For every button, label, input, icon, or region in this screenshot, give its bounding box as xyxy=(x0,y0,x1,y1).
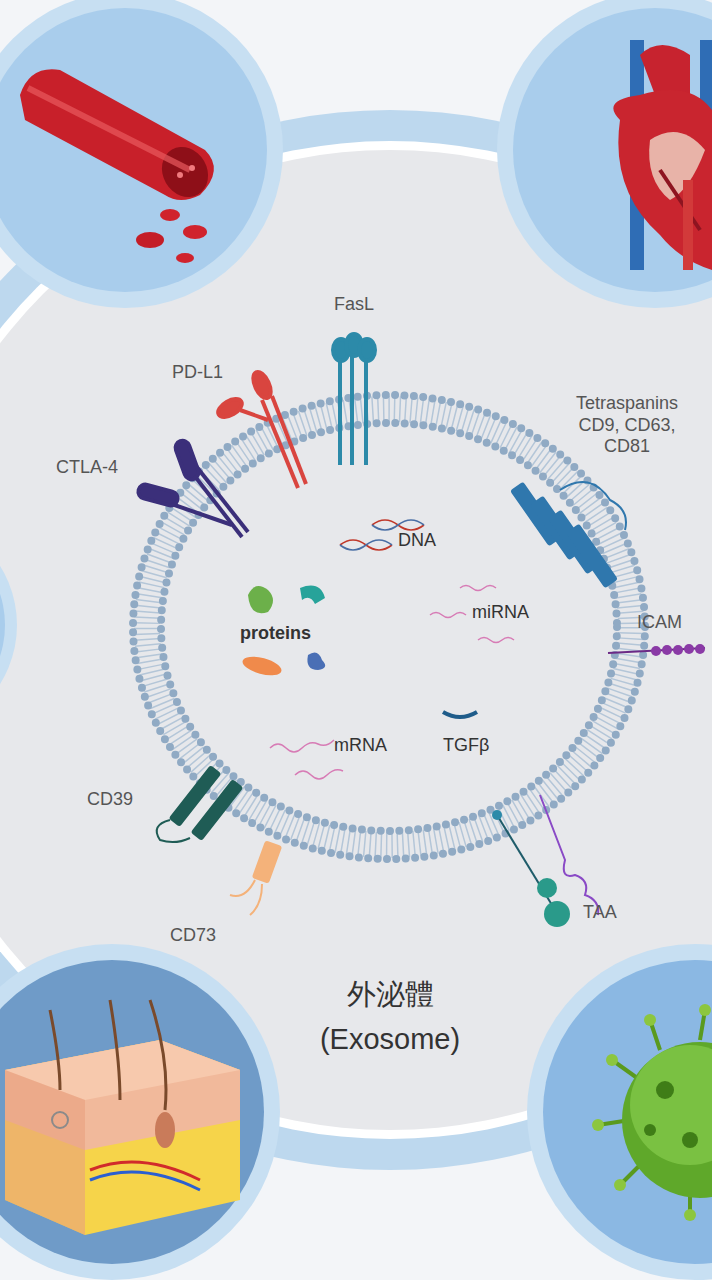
pd-l1-protein xyxy=(215,369,306,488)
part-label: CTLA-4 xyxy=(56,457,118,479)
cd73-protein xyxy=(230,840,282,915)
taa-protein xyxy=(492,795,598,927)
part-label: proteins xyxy=(240,623,311,645)
blood-vessel xyxy=(20,69,217,263)
part-label: CD73 xyxy=(170,925,216,947)
mrna-strand xyxy=(270,740,343,779)
part-label: FasL xyxy=(334,294,374,316)
lipid-bilayer xyxy=(133,395,645,859)
part-label: mRNA xyxy=(334,735,387,757)
part-label: ICAM xyxy=(637,612,682,634)
virus xyxy=(592,1004,712,1221)
icam-protein xyxy=(608,644,705,656)
diagram-title: 外泌體 (Exosome) xyxy=(280,972,500,1062)
part-label: PD-L1 xyxy=(172,362,223,384)
tgfb-molecule xyxy=(443,712,477,717)
protein-blobs xyxy=(241,586,326,679)
ctla-4-protein xyxy=(137,439,248,537)
part-label: Tetraspanins CD9, CD63, CD81 xyxy=(559,393,695,458)
mirna-strand xyxy=(430,586,514,643)
skin-layers xyxy=(5,1000,240,1235)
part-label: TGFβ xyxy=(443,735,489,757)
cd39-protein xyxy=(157,765,244,842)
dna-strand xyxy=(340,520,424,550)
part-label: TAA xyxy=(583,902,617,924)
heart xyxy=(613,40,712,270)
part-label: DNA xyxy=(398,530,436,552)
tetraspanin-protein xyxy=(510,482,626,589)
part-label: CD39 xyxy=(87,789,133,811)
part-label: miRNA xyxy=(472,602,529,624)
fasl-protein xyxy=(333,334,375,465)
